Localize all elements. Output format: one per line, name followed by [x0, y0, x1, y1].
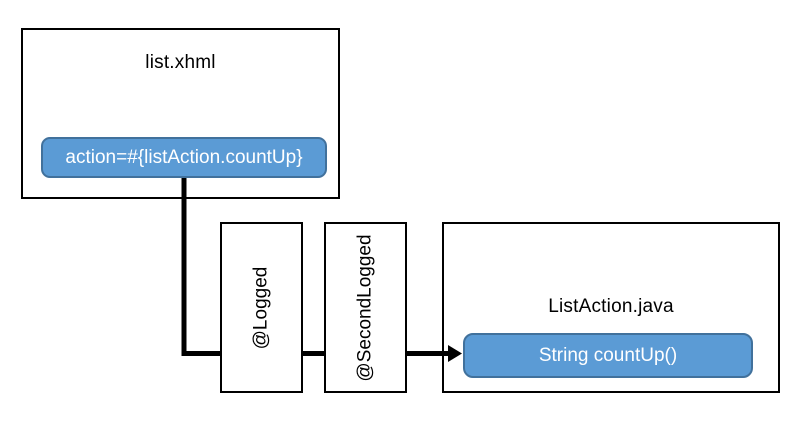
connector-elbow-segment [181, 178, 221, 356]
node-logged-interceptor: @Logged [220, 222, 303, 393]
node-list-xhml: list.xhml action=#{listAction.countUp} [21, 28, 340, 199]
action-expression-pill: action=#{listAction.countUp} [41, 137, 327, 178]
node-list-xhml-title: list.xhml [145, 52, 216, 73]
node-list-action-java-title: ListAction.java [548, 296, 674, 317]
node-second-logged-interceptor: @SecondLogged [324, 222, 407, 393]
action-expression-label: action=#{listAction.countUp} [65, 146, 303, 168]
method-pill: String countUp() [463, 333, 753, 378]
method-label: String countUp() [538, 344, 678, 366]
logged-interceptor-label: @Logged [250, 266, 272, 349]
second-logged-interceptor-label: @SecondLogged [354, 233, 376, 382]
node-list-action-java: ListAction.java String countUp() [442, 222, 780, 393]
